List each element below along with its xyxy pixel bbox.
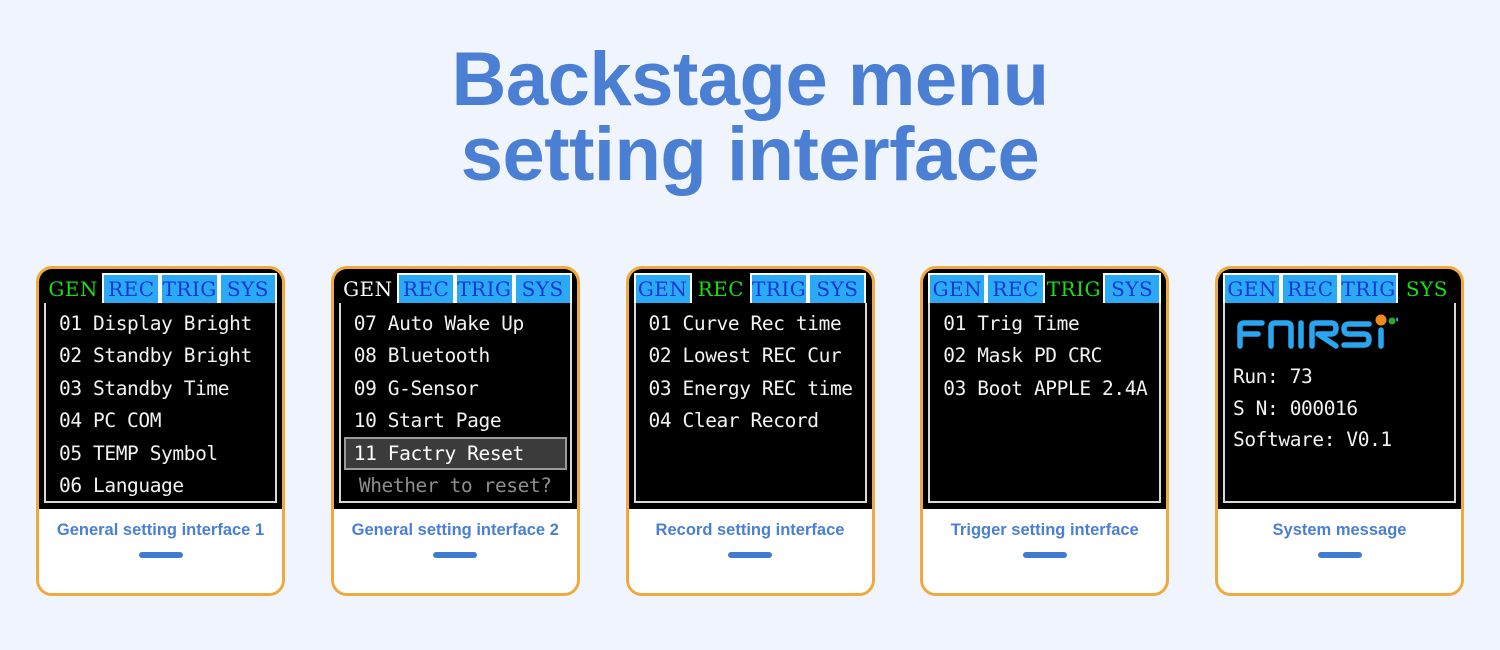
tab-rec[interactable]: REC	[396, 273, 456, 303]
tab-sys[interactable]: SYS	[1103, 273, 1162, 303]
tab-sys[interactable]: SYS	[218, 273, 277, 303]
fnirsi-logo-icon	[1225, 309, 1454, 361]
tab-rec[interactable]: REC	[1281, 273, 1340, 303]
tab-sys[interactable]: SYS	[808, 273, 867, 303]
info-row[interactable]: Software: V0.1	[1233, 428, 1392, 451]
menu-item[interactable]: 03 Boot APPLE 2.4A	[943, 376, 1148, 400]
info-row[interactable]: Run: 73	[1233, 365, 1313, 388]
menu-item[interactable]: 04 Clear Record	[648, 409, 820, 432]
caption-area: Trigger setting interface	[923, 509, 1167, 593]
page-title: Backstage menu setting interface	[0, 37, 1500, 198]
device-caption: General setting interface 2	[351, 521, 559, 539]
caption-underline	[1022, 551, 1067, 558]
menu-list: 01 Trig Time 02 Mask PD CRC 03 Boot APPLE …	[930, 303, 1159, 501]
menu-list: 01 Display Bright 02 Standby Bright 03 Sta…	[46, 303, 275, 501]
device-caption: General setting interface 1	[56, 521, 265, 539]
tab-rec[interactable]: REC	[986, 273, 1045, 303]
device-caption: Trigger setting interface	[950, 521, 1139, 539]
menu-item[interactable]: 01 Curve Rec time	[648, 311, 842, 335]
menu-item[interactable]: 03 Standby Time	[59, 376, 230, 400]
confirm-prompt: Whether to reset?	[358, 474, 552, 497]
caption-area: General setting interface 2	[333, 509, 577, 593]
menu-item[interactable]: 02 Lowest REC Cur	[648, 344, 842, 367]
info-row[interactable]: S N: 000016	[1233, 396, 1358, 420]
tab-trig[interactable]: TRIG	[749, 273, 809, 303]
menu-list: 01 Curve Rec time 02 Lowest REC Cur 03 Ene…	[636, 303, 865, 501]
tab-trig[interactable]: TRIG	[1339, 273, 1398, 303]
tab-gen[interactable]: GEN	[1223, 273, 1282, 303]
device-caption: System message	[1272, 521, 1407, 539]
tab-sys[interactable]: SYS	[513, 273, 572, 303]
menu-item[interactable]: 02 Standby Bright	[59, 344, 252, 367]
menu-item[interactable]: 01 Display Bright	[59, 311, 252, 335]
page-title-line-2: setting interface	[460, 112, 1040, 198]
tab-sys[interactable]: SYS	[1397, 273, 1456, 303]
menu-item-selected[interactable]: 11 Factry Reset	[343, 437, 567, 470]
menu-item[interactable]: 09 G-Sensor	[353, 376, 479, 400]
screen-body: 01 Display Bright 02 Standby Bright 03 Sta…	[44, 303, 277, 503]
tab-rec[interactable]: REC	[691, 273, 750, 303]
tab-gen[interactable]: GEN	[44, 273, 103, 303]
device-caption: Record setting interface	[655, 521, 845, 539]
caption-underline	[728, 551, 772, 558]
tab-gen[interactable]: GEN	[338, 273, 397, 303]
menu-item[interactable]: 03 Energy REC time	[648, 376, 854, 400]
caption-area: System message	[1218, 509, 1461, 593]
menu-item[interactable]: 01 Trig Time	[943, 311, 1080, 335]
screen-body: 01 Curve Rec time 02 Lowest REC Cur 03 Ene…	[633, 303, 867, 503]
menu-item[interactable]: 02 Mask PD CRC	[943, 344, 1103, 367]
screen-body: 07 Auto Wake Up 08 Bluetooth 09 G-Sensor 10…	[338, 303, 572, 503]
tab-trig[interactable]: TRIG	[455, 273, 514, 303]
caption-underline	[138, 551, 183, 558]
menu-item[interactable]: 04 PC COM	[59, 409, 162, 432]
caption-underline	[1317, 551, 1362, 558]
menu-item[interactable]: 10 Start Page	[353, 409, 502, 432]
tab-trig[interactable]: TRIG	[160, 273, 219, 303]
tab-gen[interactable]: GEN	[928, 273, 987, 303]
caption-underline	[433, 551, 478, 558]
screen-body: 01 Trig Time 02 Mask PD CRC 03 Boot APPLE …	[928, 303, 1162, 503]
caption-area: General setting interface 1	[39, 509, 282, 593]
caption-area: Record setting interface	[628, 509, 872, 593]
menu-item[interactable]: 08 Bluetooth	[353, 344, 490, 367]
menu-item[interactable]: 07 Auto Wake Up	[353, 311, 525, 335]
menu-item[interactable]: 05 TEMP Symbol	[59, 441, 218, 465]
tab-rec[interactable]: REC	[102, 273, 161, 303]
menu-list: 07 Auto Wake Up 08 Bluetooth 09 G-Sensor 10…	[341, 303, 570, 501]
tab-gen[interactable]: GEN	[633, 273, 692, 303]
menu-item[interactable]: 06 Language	[59, 474, 184, 497]
page-title-line-1: Backstage menu	[451, 37, 1049, 122]
tab-trig[interactable]: TRIG	[1044, 273, 1103, 303]
